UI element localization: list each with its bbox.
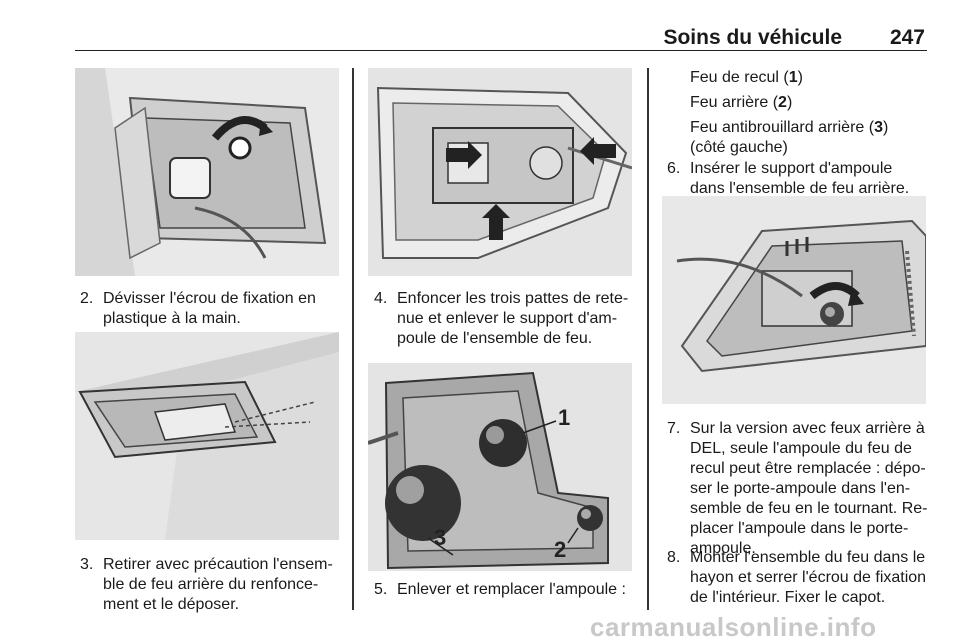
step-3: 3. Retirer avec précaution l'ensem-ble d…	[80, 555, 342, 615]
page-number: 247	[889, 26, 925, 49]
step-text: Dévisser l'écrou de fixation en plastiqu…	[103, 290, 316, 327]
column-divider-right	[647, 68, 649, 610]
step-text: Monter l'ensemble du feu dans le hayon e…	[690, 549, 927, 606]
step-text: Enlever et remplacer l'ampoule :	[397, 581, 626, 598]
step-7: 7. Sur la version avec feux arrière à DE…	[667, 419, 929, 559]
step-2: 2. Dévisser l'écrou de fixation en plast…	[80, 289, 342, 329]
bulb-number: 3	[874, 119, 883, 136]
step-5: 5. Enlever et remplacer l'ampoule :	[374, 580, 634, 600]
bulb-fog-light: Feu antibrouillard arrière (3) (côté gau…	[690, 119, 889, 156]
figure-light-removal	[75, 332, 339, 540]
bulb-number: 2	[778, 94, 787, 111]
step-text: Enfoncer les trois pattes de rete-nue et…	[397, 290, 629, 347]
callout-2: 2	[554, 537, 566, 562]
figure-retaining-tabs	[368, 68, 632, 276]
step-number: 5.	[374, 581, 388, 598]
step-8: 8. Monter l'ensemble du feu dans le hayo…	[667, 548, 929, 608]
step-text: Insérer le support d'ampoule dans l'ense…	[690, 160, 910, 197]
step-number: 7.	[667, 420, 681, 437]
callout-1: 1	[558, 405, 570, 430]
step-text: Sur la version avec feux arrière à DEL, …	[690, 420, 928, 557]
figure-nut-removal	[75, 68, 339, 276]
step-number: 3.	[80, 556, 94, 573]
step-text: Retirer avec précaution l'ensem-ble de f…	[103, 556, 333, 613]
page-header: Soins du véhicule 247	[75, 24, 927, 51]
step-number: 6.	[667, 160, 681, 177]
step-number: 8.	[667, 549, 681, 566]
figure-bulb-holder: 1 3 2	[368, 363, 632, 571]
step-4: 4. Enfoncer les trois pattes de rete-nue…	[374, 289, 634, 349]
figure-holder-insertion	[662, 196, 926, 404]
column-divider-left	[352, 68, 354, 610]
section-title: Soins du véhicule	[663, 26, 842, 49]
step-number: 2.	[80, 290, 94, 307]
bulb-tail-light: Feu arrière (2)	[690, 94, 793, 111]
step-6: 6. Insérer le support d'ampoule dans l'e…	[667, 159, 929, 199]
step-number: 4.	[374, 290, 388, 307]
bulb-reverse-light: Feu de recul (1)	[690, 69, 803, 86]
callout-3: 3	[434, 525, 446, 550]
bulb-number: 1	[788, 69, 798, 86]
watermark: carmanualsonline.info	[590, 612, 877, 642]
